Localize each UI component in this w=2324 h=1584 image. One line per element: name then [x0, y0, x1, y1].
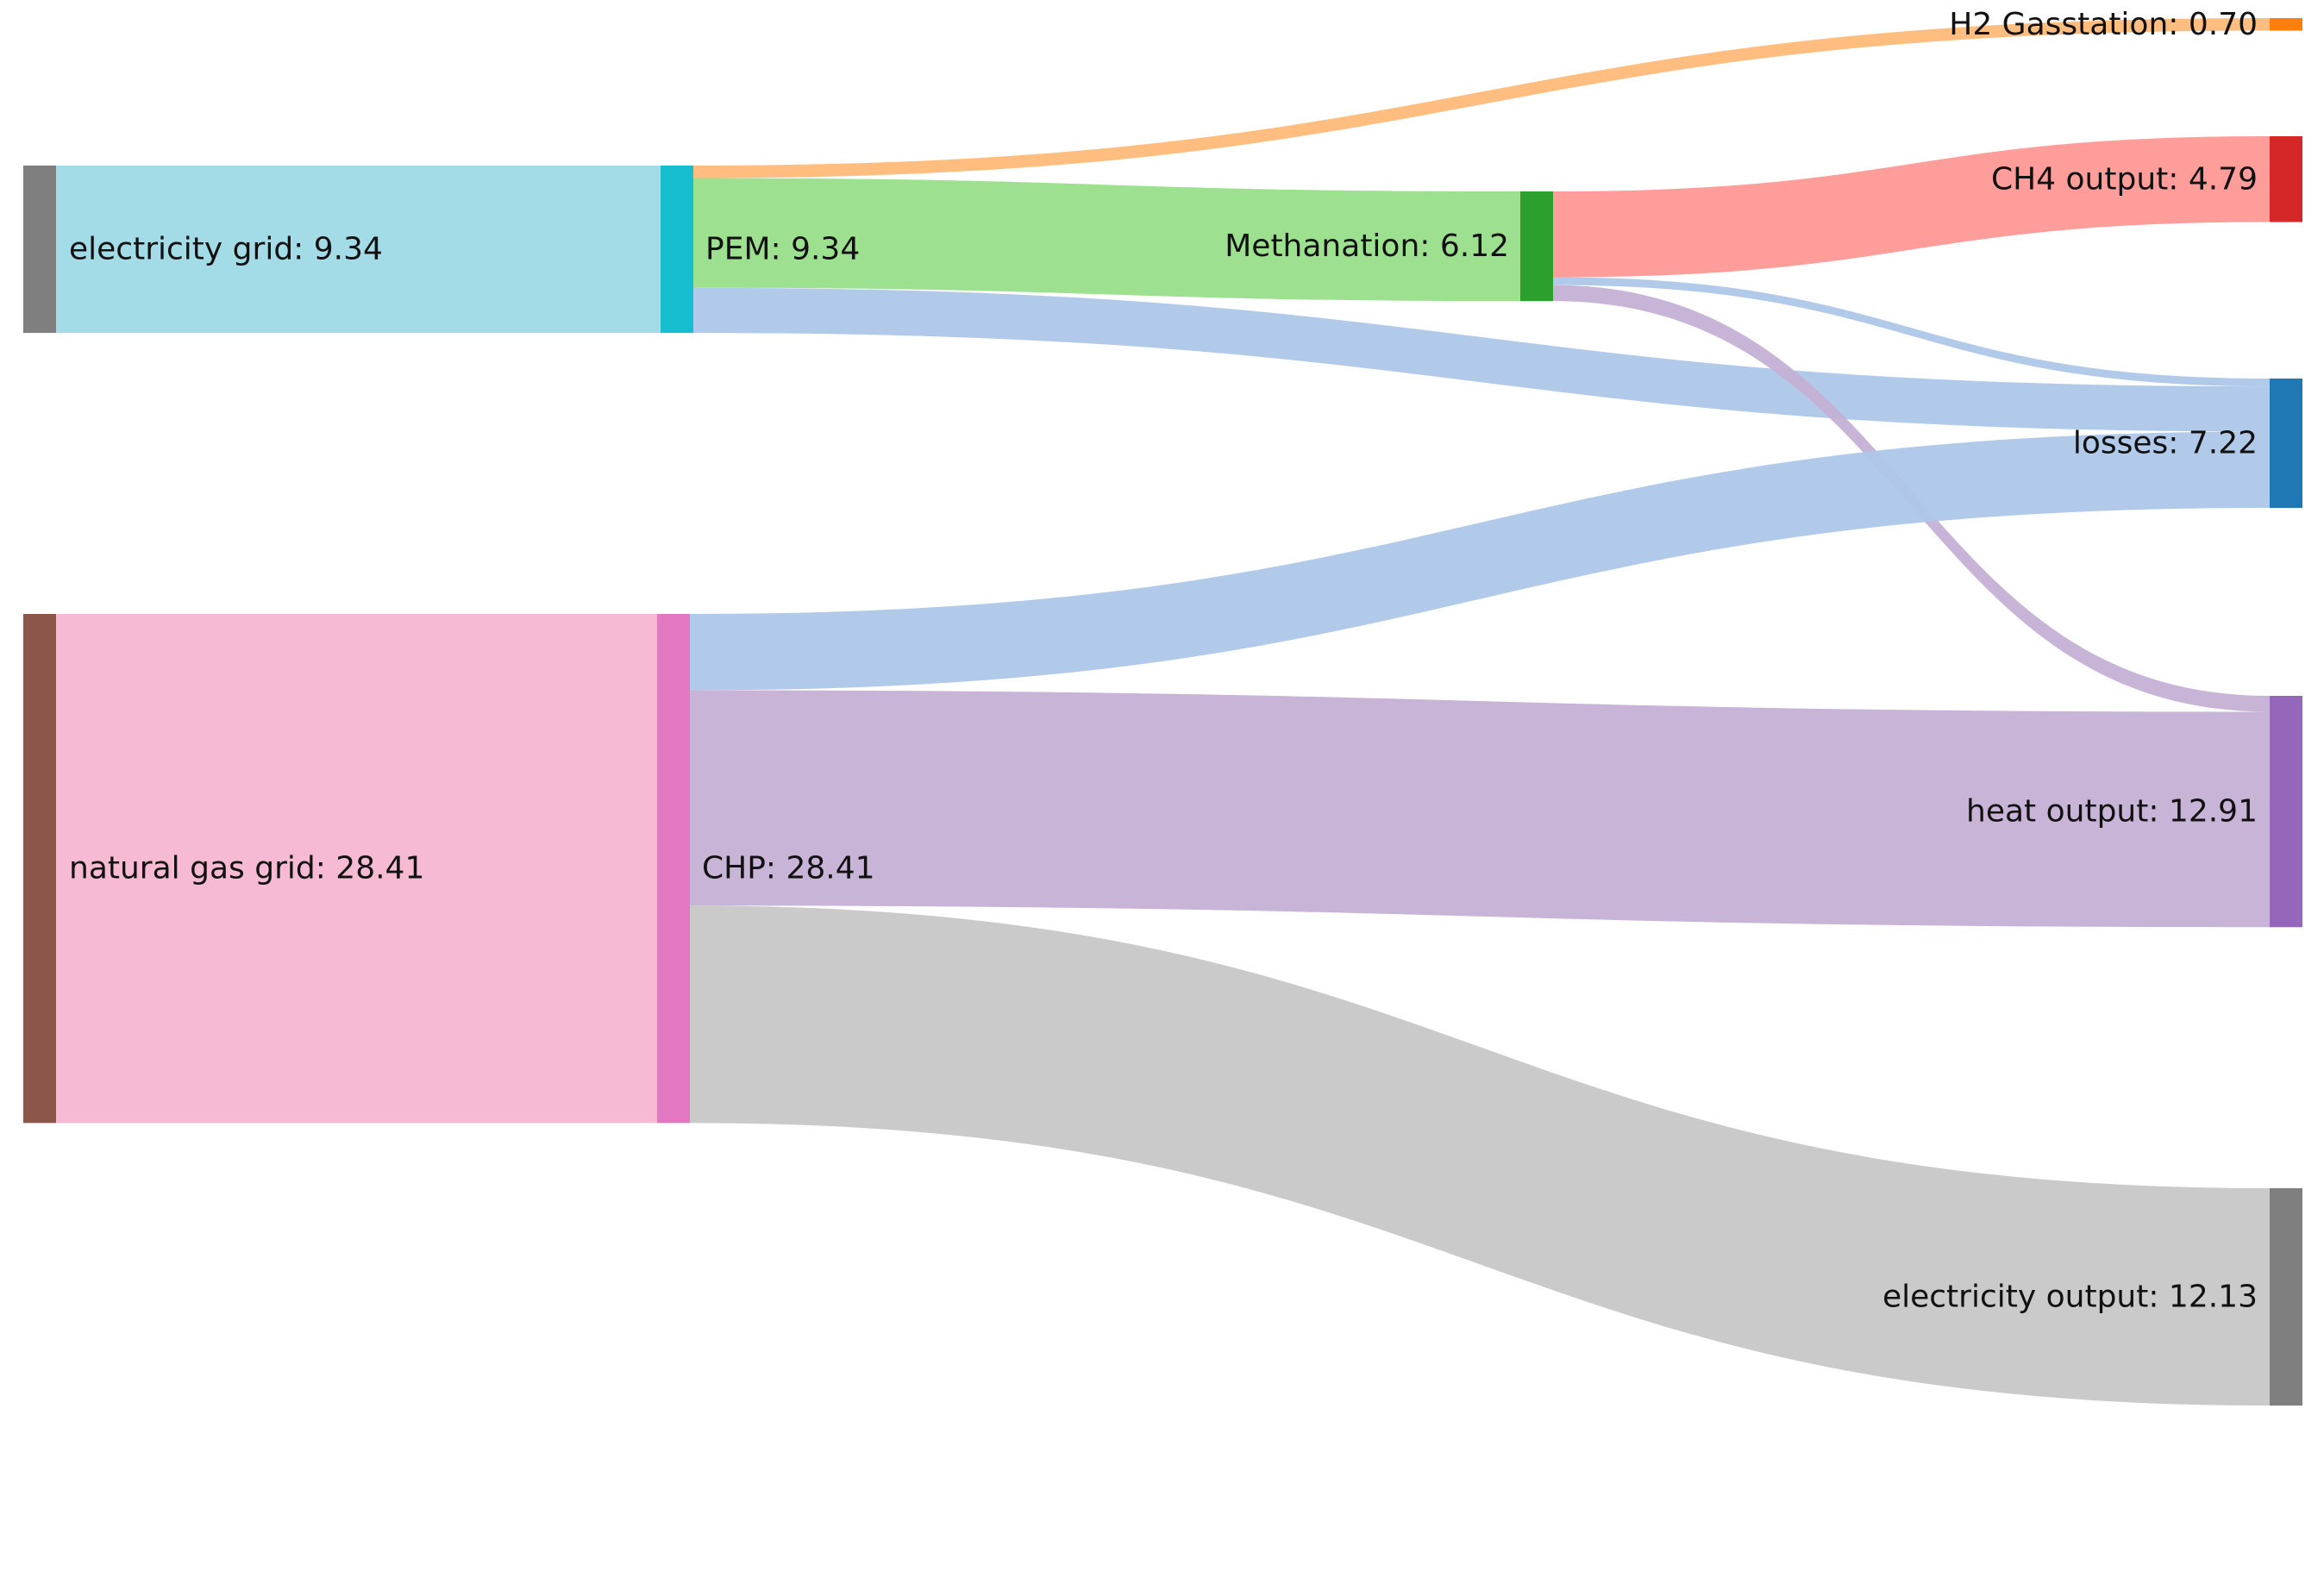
sankey-labels: electricity grid: 9.34 natural gas grid: …: [69, 7, 2258, 1315]
link-chp-to-losses: [690, 431, 2270, 691]
node-label-chp: CHP: 28.41: [702, 851, 875, 886]
node-label-heat-output: heat output: 12.91: [1966, 794, 2258, 830]
node-label-natural-gas-grid: natural gas grid: 28.41: [69, 851, 424, 886]
node-pem: [661, 166, 693, 334]
node-label-pem: PEM: 9.34: [705, 232, 860, 267]
node-label-electricity-output: electricity output: 12.13: [1882, 1280, 2258, 1315]
node-electricity-grid: [23, 166, 56, 334]
node-label-electricity-grid: electricity grid: 9.34: [69, 232, 383, 267]
node-electricity-output: [2270, 1188, 2302, 1406]
node-methanation: [1520, 191, 1553, 302]
link-electricity-grid-to-pem: [56, 166, 661, 334]
node-chp: [657, 614, 690, 1124]
node-heat-output: [2270, 696, 2302, 928]
sankey-links: [56, 18, 2270, 1406]
link-natural-gas-grid-to-chp: [56, 614, 657, 1124]
node-ch4-output: [2270, 136, 2302, 222]
node-losses: [2270, 379, 2302, 509]
node-label-ch4-output: CH4 output: 4.79: [1991, 161, 2258, 197]
link-chp-to-electricity-output: [690, 905, 2270, 1406]
link-methanation-to-losses: [1553, 277, 2270, 387]
node-label-h2-gasstation: H2 Gasstation: 0.70: [1949, 7, 2258, 42]
link-methanation-to-ch4-output: [1553, 136, 2270, 278]
link-pem-to-losses: [693, 287, 2270, 432]
node-natural-gas-grid: [23, 614, 56, 1124]
link-chp-to-heat-output: [690, 690, 2270, 928]
node-label-methanation: Methanation: 6.12: [1225, 229, 1509, 264]
sankey-nodes: [23, 18, 2302, 1406]
node-h2-gasstation: [2270, 18, 2302, 31]
link-pem-to-h2-gasstation: [693, 18, 2270, 178]
node-label-losses: losses: 7.22: [2073, 426, 2258, 461]
link-pem-to-methanation: [693, 178, 1520, 302]
